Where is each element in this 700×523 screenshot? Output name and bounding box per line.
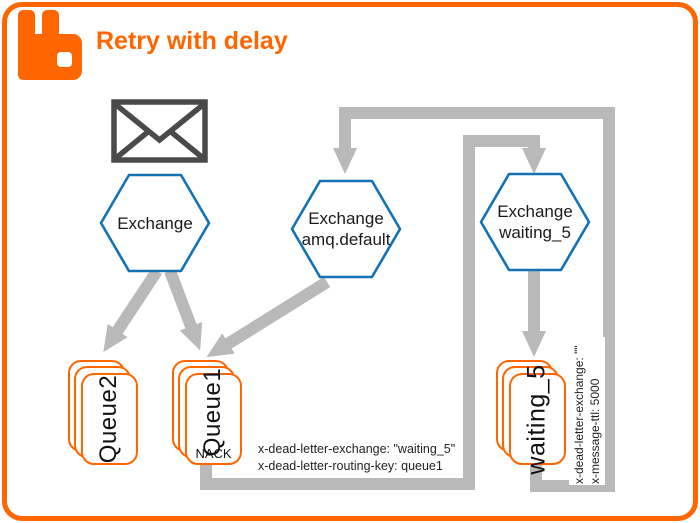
waiting-queue-annotation: x-dead-letter-exchange: "" x-message-ttl… [569, 337, 605, 485]
queue1-node: Queue1 NACK [172, 360, 244, 467]
waiting-5-queue-node: waiting_5 [496, 360, 568, 474]
queue2-node: Queue2 [68, 360, 140, 467]
dead-letter-annotation: x-dead-letter-exchange: "waiting_5" x-de… [254, 440, 460, 476]
annotation-line: x-dead-letter-exchange: "waiting_5" [258, 442, 456, 456]
exchange-sublabel: amq.default [301, 230, 391, 249]
exchange-label: Exchange [497, 202, 573, 221]
annotation-line: x-message-ttl: 5000 [588, 378, 602, 484]
exchange-sublabel: waiting_5 [499, 223, 571, 242]
hexagon-shape [99, 173, 211, 273]
wire-exchange-to-queue1 [164, 268, 203, 351]
hexagon-shape [290, 179, 402, 279]
queue-label: Queue2 [95, 374, 123, 464]
rabbitmq-logo-icon [18, 10, 82, 80]
annotation-line: x-dead-letter-exchange: "" [572, 345, 586, 484]
page-title: Retry with delay [96, 27, 288, 55]
queue-card-front: Queue1 [185, 368, 242, 465]
queue-label: waiting_5 [523, 363, 552, 475]
queue-label: Queue1 [199, 367, 227, 457]
envelope-icon [111, 99, 208, 163]
annotation-line: x-dead-letter-routing-key: queue1 [258, 459, 443, 473]
exchange-node: Exchange [97, 173, 213, 273]
wire-queue1-to-waiting-exchange [200, 135, 546, 490]
exchange-label: Exchange [117, 213, 193, 233]
queue-card-front: Queue2 [81, 373, 138, 465]
exchange-waiting-5-node: Exchange waiting_5 [477, 172, 593, 272]
queue-card-front: waiting_5 [509, 364, 566, 474]
wire-amqdefault-to-queue1 [206, 276, 331, 358]
wire-waitingqueue-to-amqdefault [333, 107, 615, 492]
nack-badge: NACK [195, 446, 232, 461]
exchange-label: Exchange [308, 209, 384, 228]
exchange-amq-default-node: Exchange amq.default [288, 179, 404, 279]
wire-exchange-to-queue2 [103, 267, 163, 353]
hexagon-shape [479, 172, 591, 272]
